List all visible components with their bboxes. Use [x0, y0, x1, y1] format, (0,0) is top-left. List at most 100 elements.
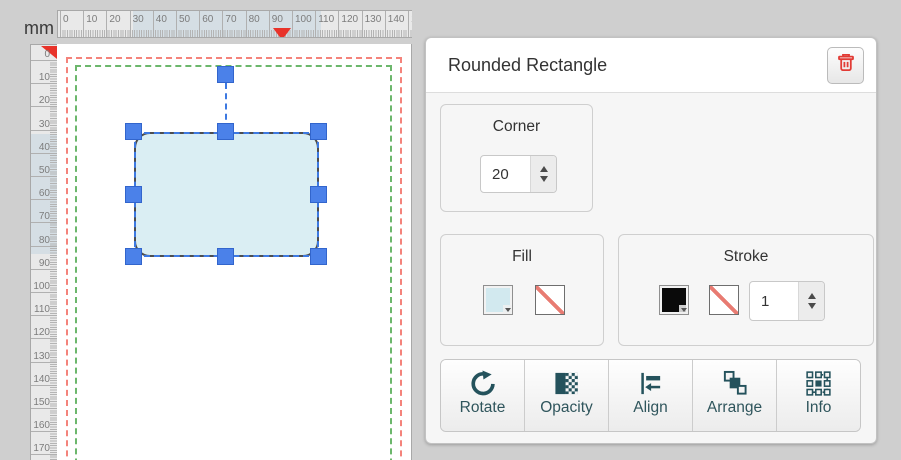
corner-section: Corner — [440, 104, 593, 212]
resize-handle-se[interactable] — [310, 248, 327, 265]
fill-label: Fill — [512, 248, 532, 265]
ruler-tick — [31, 176, 57, 177]
stroke-width-input[interactable] — [750, 282, 798, 320]
ruler-number: 90 — [38, 257, 50, 269]
opacity-button[interactable]: Opacity — [525, 360, 609, 431]
ruler-tick — [292, 11, 293, 37]
resize-handle-ne[interactable] — [310, 123, 327, 140]
horizontal-ruler-marker-icon — [273, 28, 291, 37]
resize-handle-sw[interactable] — [125, 248, 142, 265]
ruler-number: 70 — [38, 211, 50, 223]
rotation-handle[interactable] — [217, 66, 234, 83]
ruler-tick — [31, 199, 57, 201]
info-button[interactable]: Info — [777, 360, 860, 431]
resize-handle-w[interactable] — [125, 186, 142, 203]
ruler-tick — [60, 11, 61, 37]
ruler-tick — [31, 60, 57, 61]
stroke-label: Stroke — [723, 248, 769, 265]
stroke-section: Stroke — [618, 234, 874, 346]
fill-color-swatch[interactable] — [483, 285, 513, 315]
ruler-tick — [245, 11, 247, 37]
fill-section: Fill — [440, 234, 604, 346]
ruler-tick — [315, 11, 317, 37]
ruler-tick — [83, 11, 85, 37]
ruler-tick — [31, 83, 57, 85]
corner-stepper[interactable] — [530, 156, 556, 192]
properties-panel: Rounded Rectangle Corner Fill — [425, 37, 877, 444]
ruler-tick — [31, 106, 57, 108]
ruler-number: 50 — [38, 165, 50, 176]
ruler-number: 20 — [38, 95, 50, 107]
corner-spinner — [480, 155, 557, 193]
canvas-page[interactable] — [57, 44, 412, 460]
align-icon — [637, 368, 664, 398]
opacity-icon — [553, 368, 580, 398]
ruler-number: 0 — [63, 14, 69, 25]
ruler-tick — [31, 292, 57, 293]
rotation-handle-line — [225, 83, 227, 130]
ruler-number: 150 — [33, 397, 50, 408]
ruler-number: 80 — [38, 234, 50, 246]
ruler-number: 30 — [38, 118, 50, 130]
ruler-number: 70 — [225, 14, 237, 25]
arrange-button[interactable]: Arrange — [693, 360, 777, 431]
ruler-number: 140 — [387, 14, 405, 25]
ruler-tick — [31, 408, 57, 409]
corner-input[interactable] — [481, 156, 530, 192]
ruler-tick — [31, 338, 57, 340]
ruler-tick — [129, 11, 131, 37]
ruler-number: 140 — [33, 373, 50, 385]
ruler-number: 160 — [33, 420, 50, 432]
ruler-tick — [176, 11, 177, 37]
ruler-number: 50 — [179, 14, 191, 25]
vertical-ruler-minor-ticks — [50, 60, 57, 460]
ruler-tick — [268, 11, 270, 37]
ruler-number: 20 — [109, 14, 121, 25]
ruler-number: 60 — [202, 14, 214, 25]
stroke-color-swatch[interactable] — [659, 285, 689, 315]
ruler-number: 0 — [44, 49, 50, 60]
arrange-icon — [721, 368, 748, 398]
stroke-width-stepper[interactable] — [798, 282, 824, 320]
ruler-tick — [31, 384, 57, 386]
ruler-number: 30 — [132, 14, 144, 25]
delete-button[interactable] — [827, 47, 864, 84]
ruler-number: 130 — [33, 350, 50, 362]
ruler-tick — [31, 268, 57, 270]
ruler-number: 90 — [271, 14, 283, 25]
align-button[interactable]: Align — [609, 360, 693, 431]
step-up-icon[interactable] — [539, 166, 548, 172]
ruler-tick — [31, 222, 57, 224]
resize-handle-e[interactable] — [310, 186, 327, 203]
step-up-icon[interactable] — [807, 293, 816, 299]
step-down-icon[interactable] — [539, 176, 548, 182]
ruler-tick — [408, 11, 409, 37]
ruler-tick — [31, 129, 57, 131]
ruler-number: 40 — [155, 14, 167, 25]
rotate-button-label: Rotate — [459, 399, 506, 416]
fill-none-swatch[interactable] — [535, 285, 565, 315]
ruler-tick — [31, 431, 57, 433]
corner-label: Corner — [492, 118, 541, 135]
ruler-number: 40 — [38, 141, 50, 153]
panel-header: Rounded Rectangle — [426, 38, 876, 93]
resize-handle-n[interactable] — [217, 123, 234, 140]
ruler-tick — [361, 11, 363, 37]
ruler-tick — [199, 11, 201, 37]
chevron-down-icon — [503, 305, 512, 314]
step-down-icon[interactable] — [807, 303, 816, 309]
ruler-number: 110 — [34, 304, 50, 316]
resize-handle-nw[interactable] — [125, 123, 142, 140]
resize-handle-s[interactable] — [217, 248, 234, 265]
stroke-width-spinner — [749, 281, 825, 321]
opacity-button-label: Opacity — [540, 399, 593, 416]
ruler-unit-label: mm — [24, 18, 54, 38]
stroke-none-swatch[interactable] — [709, 285, 739, 315]
ruler-number: 10 — [38, 72, 50, 84]
page-outer-margin — [66, 57, 402, 460]
ruler-number: 120 — [33, 327, 50, 339]
ruler-number: 120 — [341, 14, 359, 25]
rotate-button[interactable]: Rotate — [441, 360, 525, 431]
